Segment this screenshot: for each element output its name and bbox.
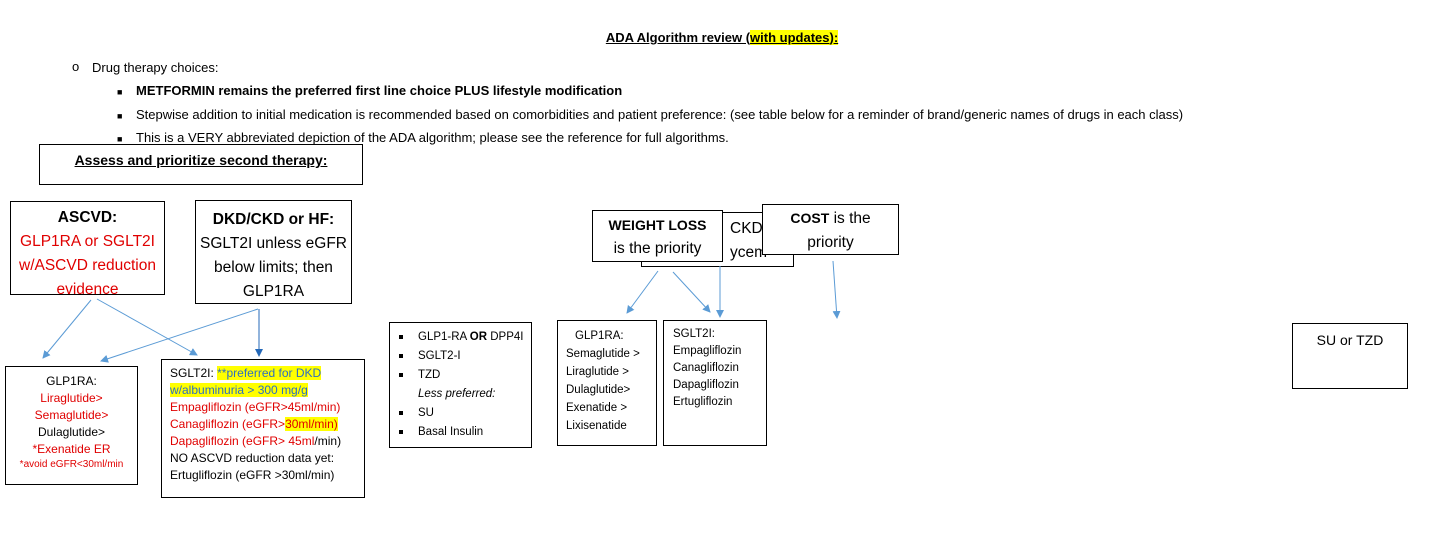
arrow xyxy=(100,308,259,363)
assess-box: Assess and prioritize second therapy: xyxy=(39,144,363,185)
list-item: ■This is a VERY abbreviated depiction of… xyxy=(117,130,729,145)
page-title: ADA Algorithm review (with updates): xyxy=(605,30,839,45)
intro-list: ■METFORMIN remains the preferred first l… xyxy=(117,80,1183,151)
list-subheading: Less preferred: xyxy=(418,388,496,400)
ascvd-box: ASCVD: GLP1RA or SGLT2I w/ASCVD reductio… xyxy=(10,201,165,295)
sglt2i-box-right: SGLT2I: Empagliflozin Canagliflozin Dapa… xyxy=(663,320,767,446)
dkd-box: DKD/CKD or HF: SGLT2I unless eGFR below … xyxy=(195,200,352,304)
list-item: ■METFORMIN remains the preferred first l… xyxy=(117,83,623,98)
list-item: SU xyxy=(396,404,531,423)
arrow xyxy=(672,271,711,313)
intro-label: Drug therapy choices: xyxy=(92,60,219,75)
arrow xyxy=(626,270,659,314)
su-tzd-box: SU or TZD xyxy=(1292,323,1408,389)
intro-bullet-marker: o xyxy=(72,59,80,74)
glp1ra-box-left: GLP1RA: Liraglutide> Semaglutide> Dulagl… xyxy=(5,366,138,485)
list-item: GLP1-RA OR DPP4I xyxy=(396,328,531,347)
glp1ra-box-right: GLP1RA: Semaglutide > Liraglutide > Dula… xyxy=(557,320,657,446)
list-item: ■Stepwise addition to initial medication… xyxy=(117,106,1184,122)
arrow xyxy=(42,299,92,359)
cost-box: COST is the priority xyxy=(762,204,899,255)
sglt2i-box-left: SGLT2I: **preferred for DKD w/albuminuri… xyxy=(161,359,365,498)
list-item: SGLT2-I xyxy=(396,347,531,366)
arrow xyxy=(832,260,841,319)
list-item: TZD xyxy=(396,366,531,385)
arrow xyxy=(96,298,198,356)
list-item: Basal Insulin xyxy=(396,423,531,442)
weight-loss-box: WEIGHT LOSS is the priority xyxy=(592,210,723,262)
hypoglycemia-list-box: GLP1-RA OR DPP4I SGLT2-I TZD Less prefer… xyxy=(389,322,532,448)
